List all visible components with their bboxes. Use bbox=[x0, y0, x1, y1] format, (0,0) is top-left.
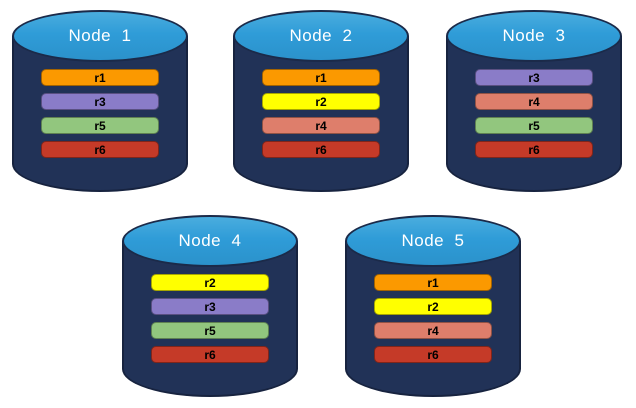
node-2-replica-bar: r2 bbox=[262, 93, 380, 110]
node-3-replica-bar: r3 bbox=[475, 69, 593, 86]
node-1-label: Node 1 bbox=[68, 26, 132, 45]
node-1-replica-bar: r5 bbox=[41, 117, 159, 134]
node-2-replica-bar: r6 bbox=[262, 141, 380, 158]
node-1-cylinder-top bbox=[12, 10, 188, 62]
node-3-replica-bar: r6 bbox=[475, 141, 593, 158]
node-4-cylinder-top bbox=[122, 215, 298, 267]
node-3-cylinder-body bbox=[446, 36, 622, 192]
node-4-label: Node 4 bbox=[178, 231, 242, 250]
node-3-cylinder-top bbox=[446, 10, 622, 62]
node-1-cylinder: Node 1 r1 r3 r5 r6 bbox=[12, 10, 188, 192]
node-5-cylinder-body bbox=[345, 241, 521, 397]
node-4-replica-bar: r2 bbox=[151, 274, 269, 291]
node-5-label: Node 5 bbox=[401, 231, 465, 250]
node-4-cylinder-body bbox=[122, 241, 298, 397]
node-4-replica-bar: r6 bbox=[151, 346, 269, 363]
node-3-replica-bar: r5 bbox=[475, 117, 593, 134]
node-5-replica-bar: r6 bbox=[374, 346, 492, 363]
node-5-replica-bar: r1 bbox=[374, 274, 492, 291]
node-5-cylinder: Node 5 r1 r2 r4 r6 bbox=[345, 215, 521, 397]
node-5-cylinder-top bbox=[345, 215, 521, 267]
node-2-cylinder-body bbox=[233, 36, 409, 192]
node-3-label: Node 3 bbox=[502, 26, 566, 45]
node-2-label: Node 2 bbox=[289, 26, 353, 45]
node-1-replica-bar: r1 bbox=[41, 69, 159, 86]
node-2-cylinder: Node 2 r1 r2 r4 r6 bbox=[233, 10, 409, 192]
node-4-replica-bar: r3 bbox=[151, 298, 269, 315]
node-1-replica-bar: r3 bbox=[41, 93, 159, 110]
node-2-replica-bar: r4 bbox=[262, 117, 380, 134]
node-4-replica-bar: r5 bbox=[151, 322, 269, 339]
node-3-cylinder: Node 3 r3 r4 r5 r6 bbox=[446, 10, 622, 192]
node-4-cylinder: Node 4 r2 r3 r5 r6 bbox=[122, 215, 298, 397]
node-5-replica-bar: r4 bbox=[374, 322, 492, 339]
node-2-replica-bar: r1 bbox=[262, 69, 380, 86]
node-3-replica-bar: r4 bbox=[475, 93, 593, 110]
node-2-cylinder-top bbox=[233, 10, 409, 62]
node-1-replica-bar: r6 bbox=[41, 141, 159, 158]
node-5-replica-bar: r2 bbox=[374, 298, 492, 315]
node-1-cylinder-body bbox=[12, 36, 188, 192]
